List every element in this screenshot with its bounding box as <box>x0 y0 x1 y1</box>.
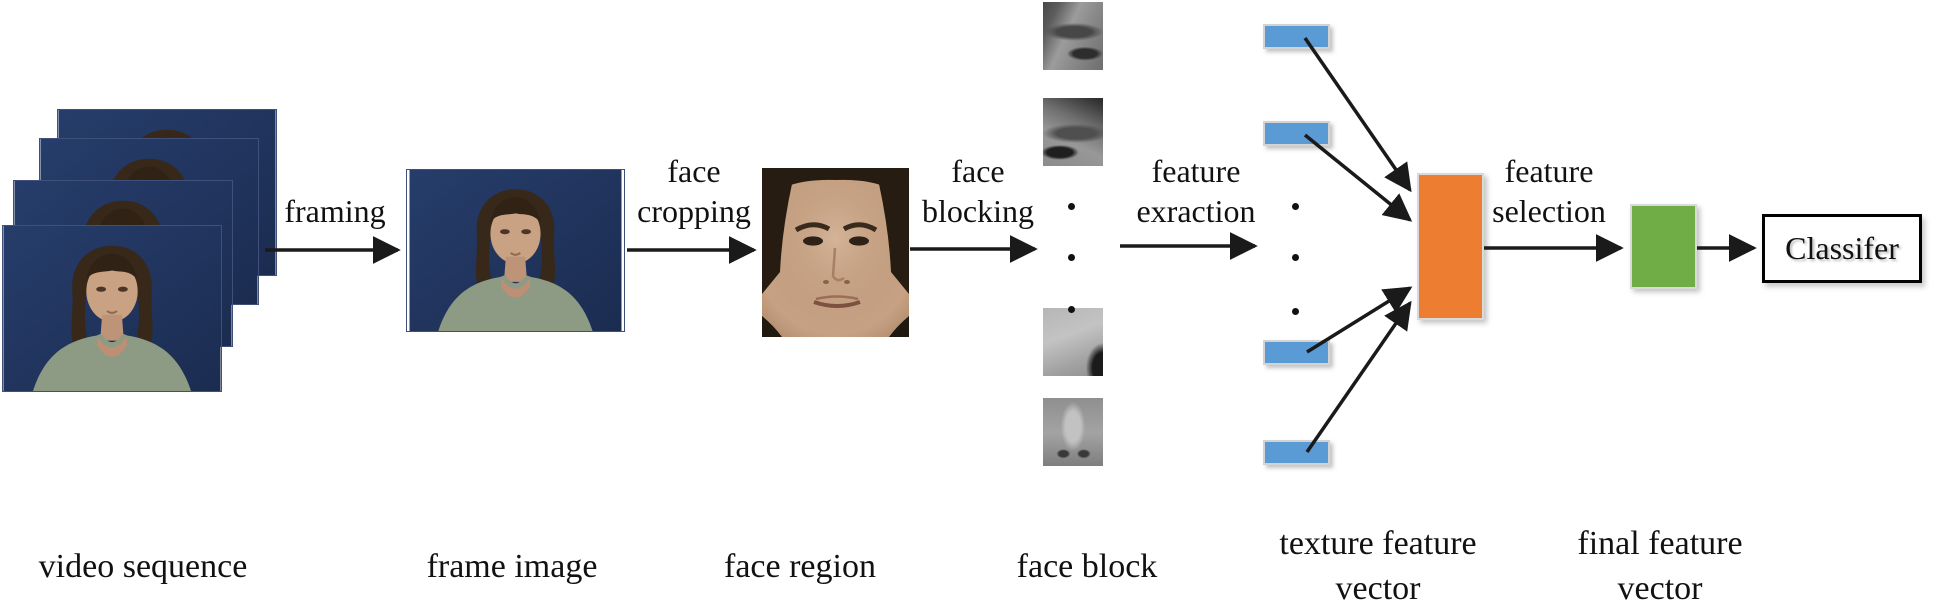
framing-label: framing <box>284 193 386 229</box>
ellipsis-dot <box>1068 254 1075 261</box>
person-photo <box>407 170 624 331</box>
merged-feature-vector-rect <box>1417 173 1484 320</box>
caption-final-feature-vector: final feature vector <box>1577 525 1743 602</box>
feature-selection-label: feature selection <box>1492 153 1606 229</box>
caption-face-region: face region <box>724 548 876 585</box>
vector-2-to-merged-arrow <box>1303 133 1413 222</box>
caption-video-sequence: video sequence <box>38 548 248 585</box>
ellipsis-dot <box>1068 203 1075 210</box>
frame-image <box>406 169 625 332</box>
video-frame-1 <box>2 225 222 392</box>
face-region-image <box>762 168 909 337</box>
face-block-patch-4 <box>1043 398 1103 466</box>
vector-1-to-merged-arrow <box>1303 37 1412 193</box>
ellipsis-dot <box>1292 254 1299 261</box>
texture-feature-vector-bar-1 <box>1263 24 1330 49</box>
face-cropping-label: face cropping <box>637 153 751 229</box>
person-photo <box>3 226 221 391</box>
caption-frame-image: frame image <box>426 548 598 585</box>
vector-4-to-merged-arrow <box>1305 300 1412 453</box>
feature-extraction-label: feature exraction <box>1136 153 1256 229</box>
caption-texture-feature-vector: texture feature vector <box>1279 525 1477 602</box>
face-block-patch-1 <box>1043 2 1103 70</box>
classifier-box: Classifer <box>1762 214 1922 283</box>
face-block-patch-2 <box>1043 98 1103 166</box>
ellipsis-dot <box>1292 308 1299 315</box>
classifier-label: Classifer <box>1785 230 1899 266</box>
face-photo <box>762 168 909 337</box>
ellipsis-dot <box>1292 203 1299 210</box>
texture-feature-vector-bar-4 <box>1263 440 1330 465</box>
ellipsis-dot <box>1068 306 1075 313</box>
texture-feature-vector-bar-2 <box>1263 121 1330 146</box>
face-block-patch-3 <box>1043 308 1103 376</box>
texture-feature-vector-bar-3 <box>1263 340 1330 365</box>
face-blocking-label: face blocking <box>922 153 1034 229</box>
caption-face-block: face block <box>1016 548 1158 585</box>
final-feature-vector-rect <box>1630 204 1697 289</box>
